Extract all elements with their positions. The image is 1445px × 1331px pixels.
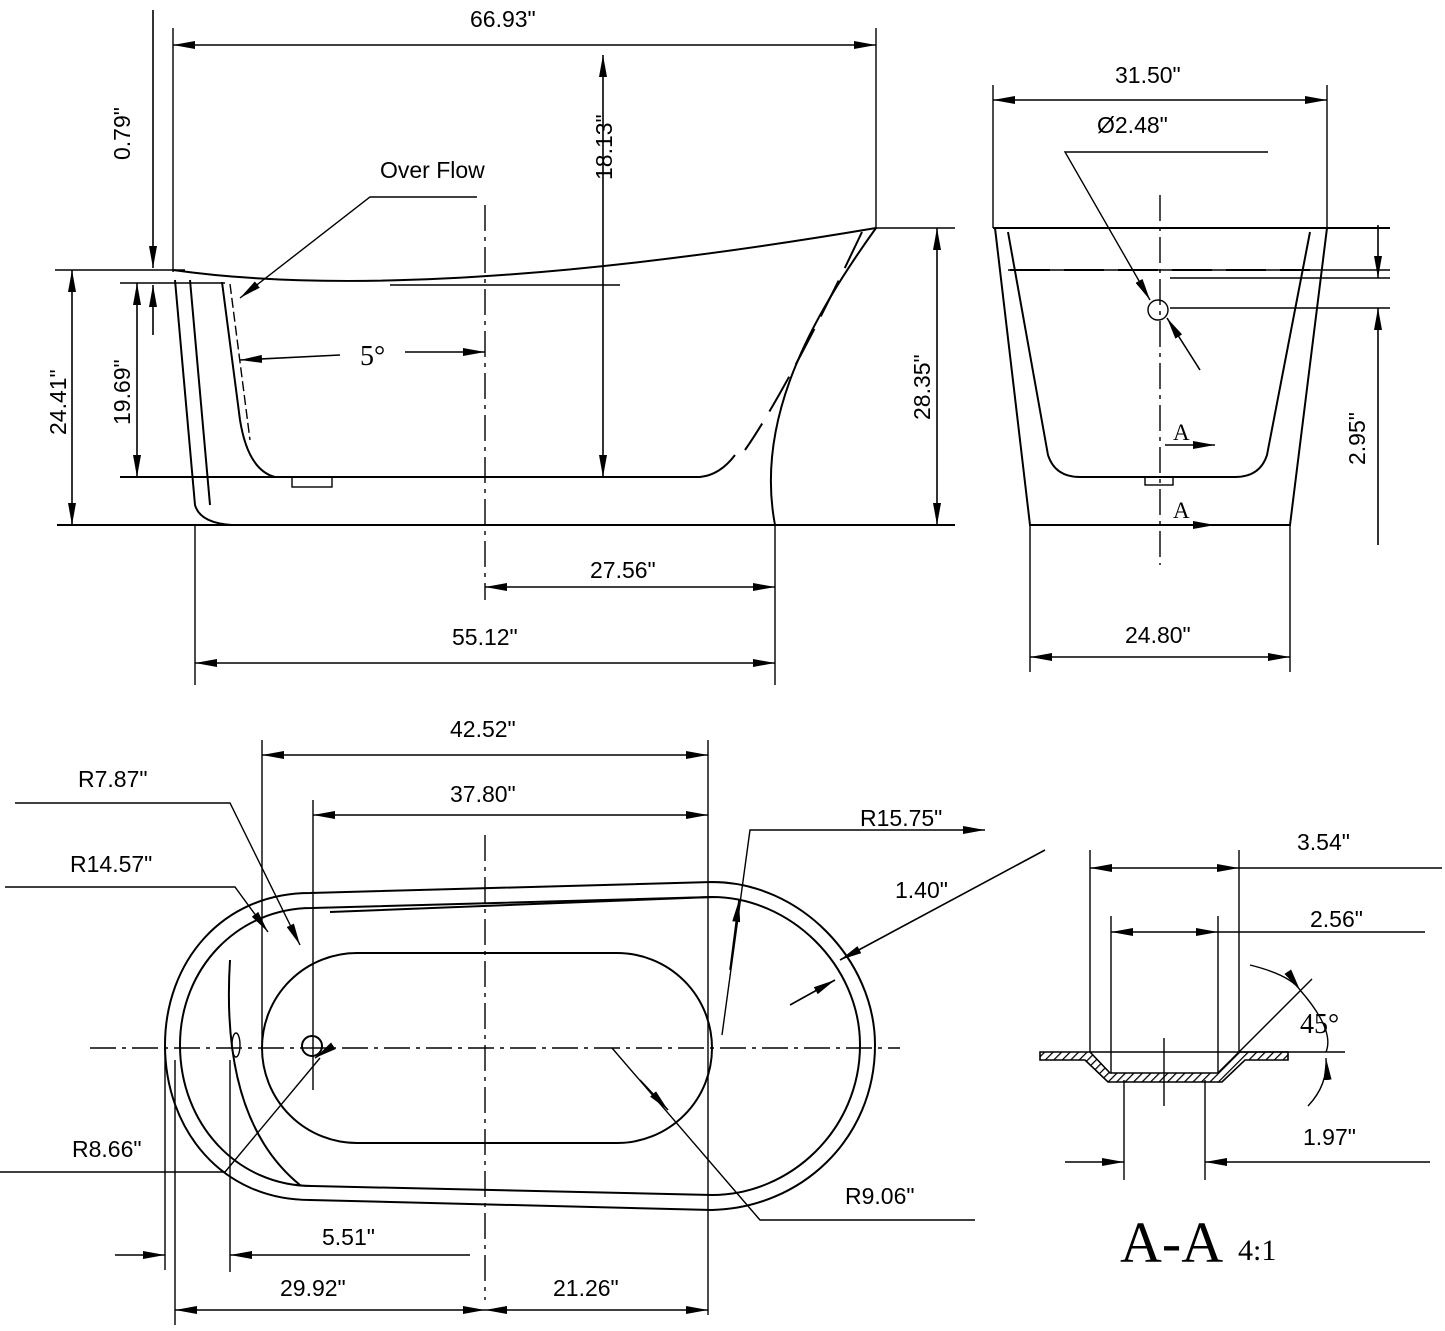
top-view: 42.52" 37.80" R7.87" R14.57" R8.66" R15.…: [0, 716, 1046, 1325]
section-angle: 45°: [1300, 1009, 1339, 1040]
section-title: A-A: [1120, 1210, 1223, 1275]
radius-label-2: R14.57": [70, 851, 152, 877]
radius-label-4: R15.75": [860, 805, 942, 831]
dim-center-to-end: 21.26": [553, 1275, 619, 1301]
dim-rim-offset: 0.79": [109, 107, 135, 160]
dim-top-width: 31.50": [1115, 62, 1181, 88]
wall-angle-label: 5°: [360, 341, 385, 372]
end-view: 31.50" Ø2.48" 2.95" A A 24.80": [992, 62, 1390, 672]
dim-overflow-diameter: Ø2.48": [1097, 112, 1168, 138]
section-aa: 3.54" 2.56" 45° 1.97" A-A 4:1: [1039, 829, 1442, 1275]
side-view: 66.93" 0.79" 24.41" 19.69" 18.13" 28.35"…: [45, 6, 955, 685]
dim-drain-offset: 5.51": [322, 1224, 375, 1250]
section-scale: 4:1: [1238, 1234, 1276, 1267]
dim-half-base: 27.56": [590, 557, 656, 583]
dim-height-right: 28.35": [909, 354, 935, 420]
section-marker-bottom: A: [1173, 498, 1190, 523]
radius-label-3: R8.66": [72, 1136, 142, 1162]
dim-inner-depth: 18.13": [591, 114, 617, 180]
dim-basin-flat: 37.80": [450, 781, 516, 807]
dim-basin-length: 42.52": [450, 716, 516, 742]
dim-drain-to-center: 29.92": [280, 1275, 346, 1301]
dim-inner-diameter: 2.56": [1310, 906, 1363, 932]
dim-base-length: 55.12": [452, 624, 518, 650]
radius-label-1: R7.87": [78, 766, 148, 792]
dim-overall-length: 66.93": [470, 6, 536, 32]
dim-rim-width: 1.40": [895, 877, 948, 903]
radius-label-5: R9.06": [845, 1183, 915, 1209]
dim-water-depth: 19.69": [109, 359, 135, 425]
overflow-label: Over Flow: [380, 157, 485, 183]
section-marker-top: A: [1173, 420, 1190, 445]
dim-overflow-height: 2.95": [1344, 412, 1370, 465]
dim-drain-diameter: 1.97": [1303, 1124, 1356, 1150]
dim-base-width: 24.80": [1125, 622, 1191, 648]
dim-outer-diameter: 3.54": [1297, 829, 1350, 855]
dim-height-left: 24.41": [45, 369, 71, 435]
